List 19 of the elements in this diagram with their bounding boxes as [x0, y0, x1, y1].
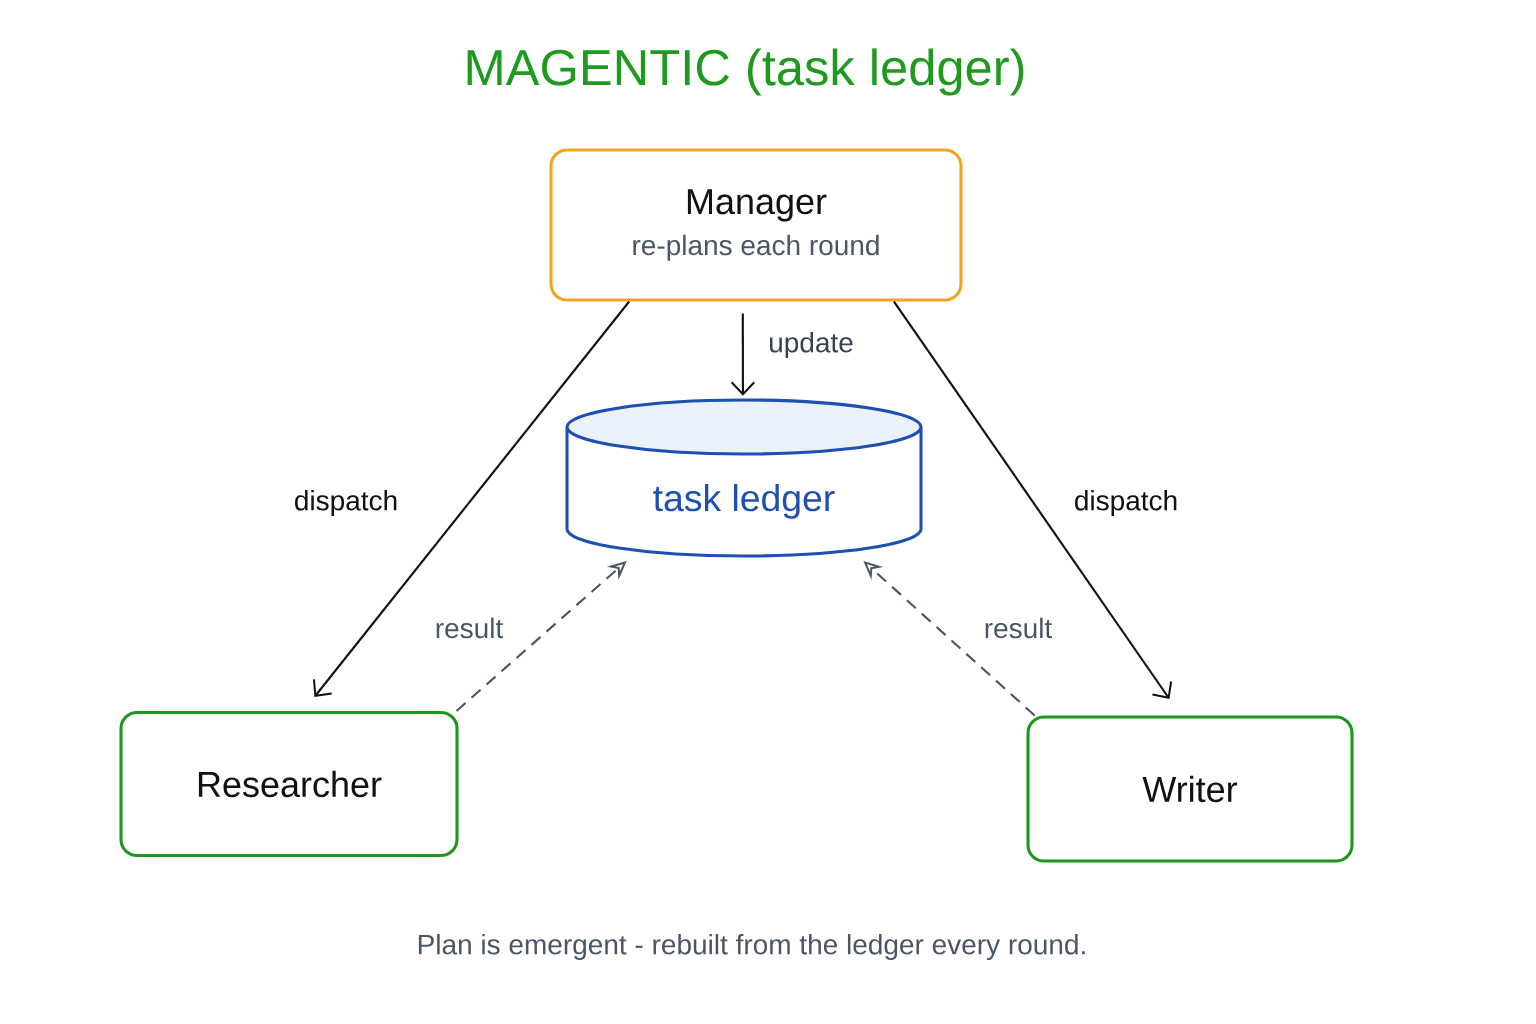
rounded-box	[1026, 715, 1354, 863]
box-label: Writer	[1142, 775, 1238, 803]
database-cylinder	[565, 398, 923, 558]
edge-label: result	[981, 615, 1055, 641]
edge-label: dispatch	[291, 487, 401, 519]
edge-label: dispatch	[1071, 487, 1181, 519]
caption: Plan is emergent - rebuilt from the ledger every round.	[418, 933, 1085, 961]
arrow	[893, 300, 1173, 700]
box-label: Researcher	[198, 770, 382, 798]
arrow	[730, 313, 756, 396]
box-subtitle: re-plans each round	[633, 234, 879, 261]
edge-label: result	[432, 615, 506, 641]
cylinder-label: task ledger	[653, 483, 835, 519]
arrow	[312, 300, 631, 697]
edge-label: update	[765, 329, 857, 361]
title: MAGENTIC (task ledger)	[467, 48, 1024, 96]
box-title: Manager	[687, 189, 827, 222]
rounded-box	[549, 148, 963, 302]
rounded-box	[119, 710, 459, 858]
